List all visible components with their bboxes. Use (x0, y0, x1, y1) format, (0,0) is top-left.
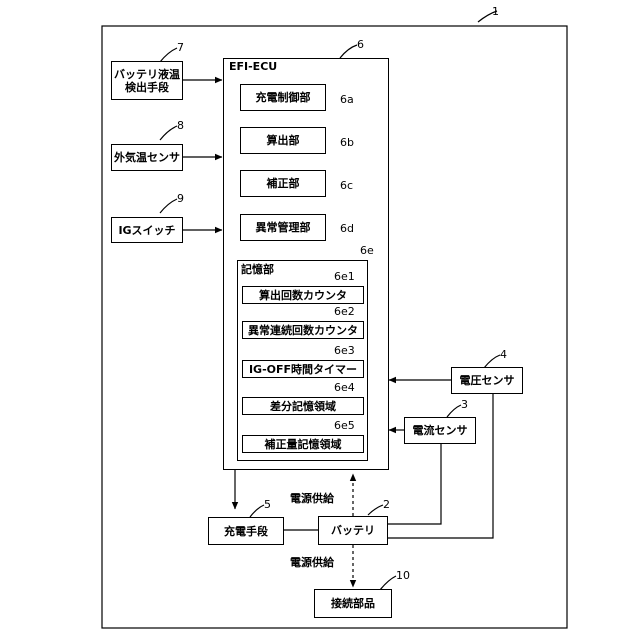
ref-leader-6 (340, 45, 357, 58)
current-sensor-label: 電流センサ (413, 424, 468, 437)
correction-storage-area-box: 補正量記憶領域 (242, 435, 364, 453)
connected-parts-label: 接続部品 (331, 597, 375, 610)
battery-temp-detector-ref: 7 (177, 41, 184, 54)
difference-storage-area-label: 差分記憶領域 (270, 400, 336, 413)
difference-storage-area-box: 差分記憶領域 (242, 397, 364, 415)
ig-switch-label: IGスイッチ (118, 224, 175, 237)
ig-switch-box: IGスイッチ (111, 217, 183, 243)
storage-unit-label: 記憶部 (241, 263, 274, 276)
line-battery-current-sensor (388, 444, 441, 524)
ecu-ref: 6 (357, 38, 364, 51)
charge-control-unit-label: 充電制御部 (256, 91, 311, 104)
ig-off-timer-ref: 6e3 (334, 344, 355, 357)
connected-parts-ref: 10 (396, 569, 410, 582)
ig-switch-ref: 9 (177, 192, 184, 205)
anomaly-management-unit-box: 異常管理部 (240, 214, 326, 241)
ref-leader-5 (250, 505, 264, 517)
battery-label: バッテリ (331, 524, 375, 537)
current-sensor-box: 電流センサ (404, 417, 476, 444)
ref-leader-7 (160, 48, 177, 62)
ecu-label: EFI-ECU (229, 60, 277, 73)
ig-off-timer-label: IG-OFF時間タイマー (249, 363, 357, 376)
ig-off-timer-box: IG-OFF時間タイマー (242, 360, 364, 378)
correction-storage-area-ref: 6e5 (334, 419, 355, 432)
power-supply-label-lower: 電源供給 (290, 556, 334, 569)
current-sensor-ref: 3 (461, 398, 468, 411)
charge-control-unit-ref: 6a (340, 93, 354, 106)
calculation-unit-label: 算出部 (267, 134, 300, 147)
anomaly-management-unit-ref: 6d (340, 222, 354, 235)
calculation-unit-ref: 6b (340, 136, 354, 149)
calc-count-counter-label: 算出回数カウンタ (259, 289, 347, 302)
battery-temp-detector-label-1: バッテリ液温 (114, 68, 180, 81)
difference-storage-area-ref: 6e4 (334, 381, 355, 394)
ref-leader-2 (368, 505, 383, 515)
anomaly-consecutive-counter-label: 異常連続回数カウンタ (248, 324, 358, 337)
anomaly-consecutive-counter-box: 異常連続回数カウンタ (242, 321, 364, 339)
voltage-sensor-ref: 4 (500, 348, 507, 361)
battery-ref: 2 (383, 498, 390, 511)
correction-unit-box: 補正部 (240, 170, 326, 197)
ref-leader-3 (447, 405, 461, 417)
correction-unit-label: 補正部 (267, 177, 300, 190)
voltage-sensor-box: 電圧センサ (451, 367, 523, 394)
anomaly-management-unit-label: 異常管理部 (256, 221, 311, 234)
connected-parts-box: 接続部品 (314, 589, 392, 618)
battery-temp-detector-label-2: 検出手段 (125, 81, 169, 94)
calc-count-counter-box: 算出回数カウンタ (242, 286, 364, 304)
charger-box: 充電手段 (208, 517, 284, 545)
charge-control-unit-box: 充電制御部 (240, 84, 326, 111)
ref-leader-8 (160, 126, 177, 140)
power-supply-label-upper: 電源供給 (290, 492, 334, 505)
correction-storage-area-label: 補正量記憶領域 (265, 438, 342, 451)
outside-temp-sensor-label: 外気温センサ (114, 151, 180, 164)
charger-label: 充電手段 (224, 525, 268, 538)
storage-unit-ref: 6e (360, 244, 374, 257)
system-ref: 1 (492, 5, 499, 18)
calc-count-counter-ref: 6e1 (334, 270, 355, 283)
ref-leader-10 (380, 576, 396, 590)
calculation-unit-box: 算出部 (240, 127, 326, 154)
anomaly-consecutive-counter-ref: 6e2 (334, 305, 355, 318)
charger-ref: 5 (264, 498, 271, 511)
battery-temp-detector-box: バッテリ液温 検出手段 (111, 61, 183, 100)
correction-unit-ref: 6c (340, 179, 353, 192)
battery-box: バッテリ (318, 516, 388, 545)
ref-leader-9 (160, 199, 177, 213)
outside-temp-sensor-box: 外気温センサ (111, 144, 183, 171)
outside-temp-sensor-ref: 8 (177, 119, 184, 132)
voltage-sensor-label: 電圧センサ (460, 374, 515, 387)
